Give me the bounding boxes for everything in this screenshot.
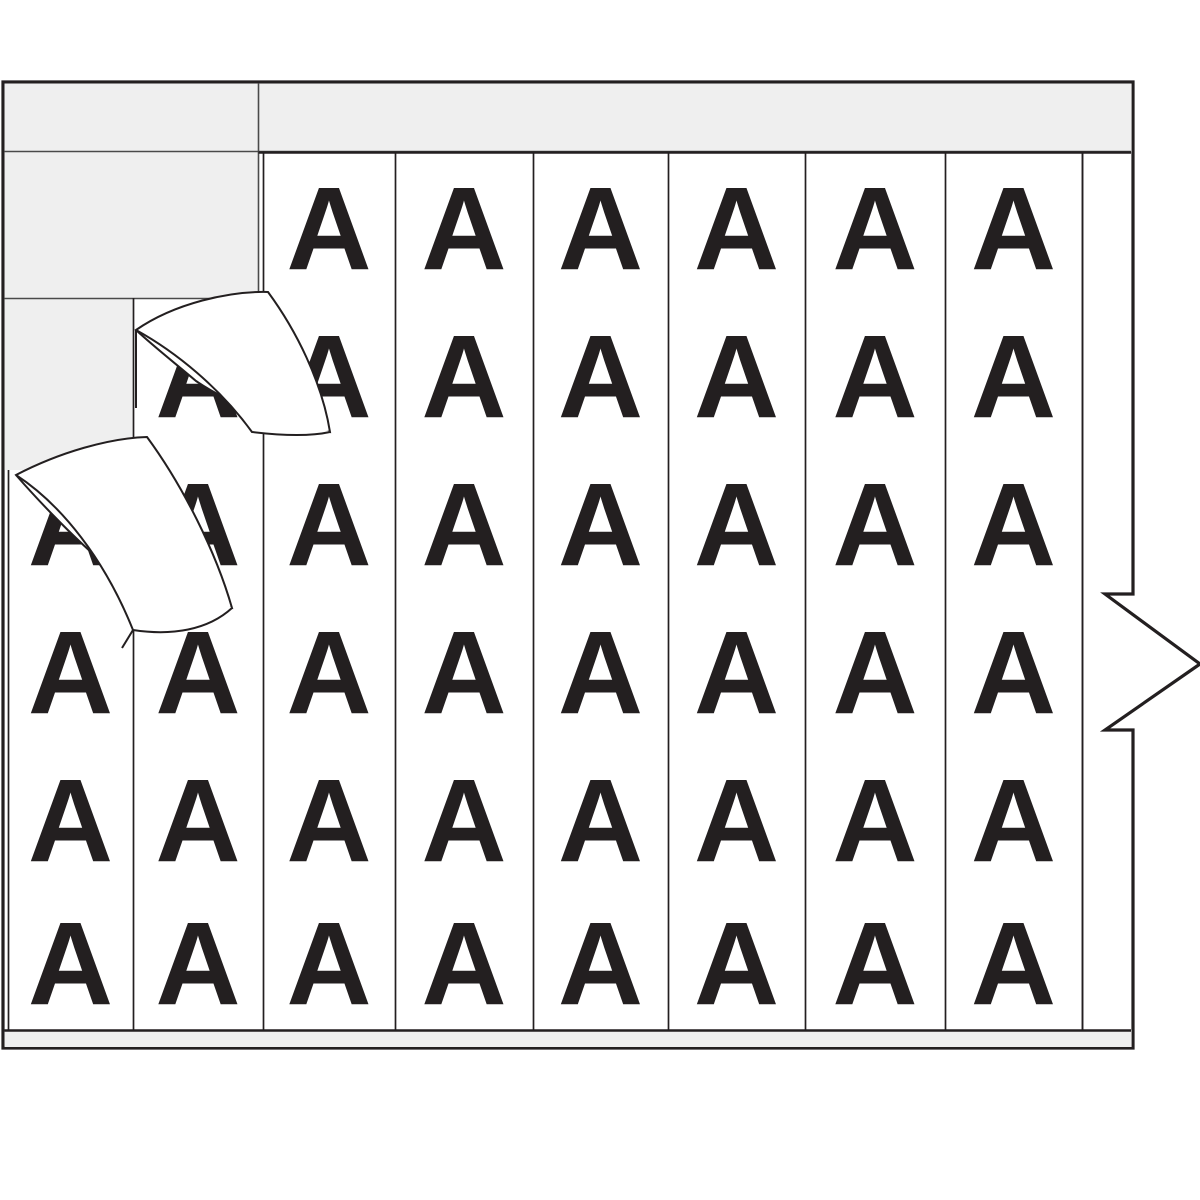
peeled-label-upper[interactable]	[134, 290, 332, 436]
label-letter-r2c4: A	[421, 311, 506, 443]
label-letter-r5c5: A	[558, 755, 643, 887]
label-letter-r2c5: A	[558, 311, 643, 443]
label-letter-r5c4: A	[421, 755, 506, 887]
label-grid-rules	[4, 151, 1131, 1032]
label-letter-r4c4: A	[421, 607, 506, 739]
peeled-label-lower-tail	[121, 629, 134, 649]
label-letter-r4c8: A	[971, 607, 1056, 739]
label-sheet-outline	[1, 80, 1200, 1050]
label-letter-r6c3: A	[286, 898, 371, 1030]
label-letter-r5c2: A	[155, 755, 240, 887]
label-letter-r3c6: A	[694, 459, 779, 591]
label-letter-r1c3: A	[286, 163, 371, 295]
label-letter-r6c6: A	[694, 898, 779, 1030]
label-letter-r6c8: A	[971, 898, 1056, 1030]
label-letter-r2c6: A	[694, 311, 779, 443]
sheet-margin-bottom	[4, 1030, 1132, 1047]
label-letter-r6c1: A	[28, 898, 113, 1030]
sheet-margin-left	[4, 83, 259, 299]
label-letter-r4c3: A	[286, 607, 371, 739]
label-letter-r1c7: A	[832, 163, 917, 295]
label-letter-r6c5: A	[558, 898, 643, 1030]
label-letter-r3c3: A	[286, 459, 371, 591]
label-letter-r1c4: A	[421, 163, 506, 295]
label-letter-r2c8: A	[971, 311, 1056, 443]
label-letter-r5c1: A	[28, 755, 113, 887]
label-letter-r5c6: A	[694, 755, 779, 887]
peeled-label-lower[interactable]	[14, 435, 234, 649]
label-letter-r4c5: A	[558, 607, 643, 739]
label-letter-r1c8: A	[971, 163, 1056, 295]
label-letter-r6c4: A	[421, 898, 506, 1030]
sheet-body-group	[1, 80, 1200, 1050]
label-letter-r2c7: A	[832, 311, 917, 443]
label-letter-r5c7: A	[832, 755, 917, 887]
label-letter-r4c7: A	[832, 607, 917, 739]
label-letter-r3c5: A	[558, 459, 643, 591]
label-letter-r1c5: A	[558, 163, 643, 295]
label-letter-r4c1: A	[28, 607, 113, 739]
peeled-label-lower-shape[interactable]	[14, 435, 234, 610]
label-letter-r1c6: A	[694, 163, 779, 295]
label-letter-r6c2: A	[155, 898, 240, 1030]
label-letter-r4c6: A	[694, 607, 779, 739]
peeled-label-upper-shape[interactable]	[134, 290, 332, 434]
peeled-label-lower-fold	[15, 474, 233, 634]
label-letter-r3c4: A	[421, 459, 506, 591]
label-letter-r5c3: A	[286, 755, 371, 887]
label-letter-r5c8: A	[971, 755, 1056, 887]
label-letter-r3c8: A	[971, 459, 1056, 591]
label-letter-r3c7: A	[832, 459, 917, 591]
label-letter-r6c7: A	[832, 898, 917, 1030]
peeled-label-upper-fold	[135, 329, 331, 436]
